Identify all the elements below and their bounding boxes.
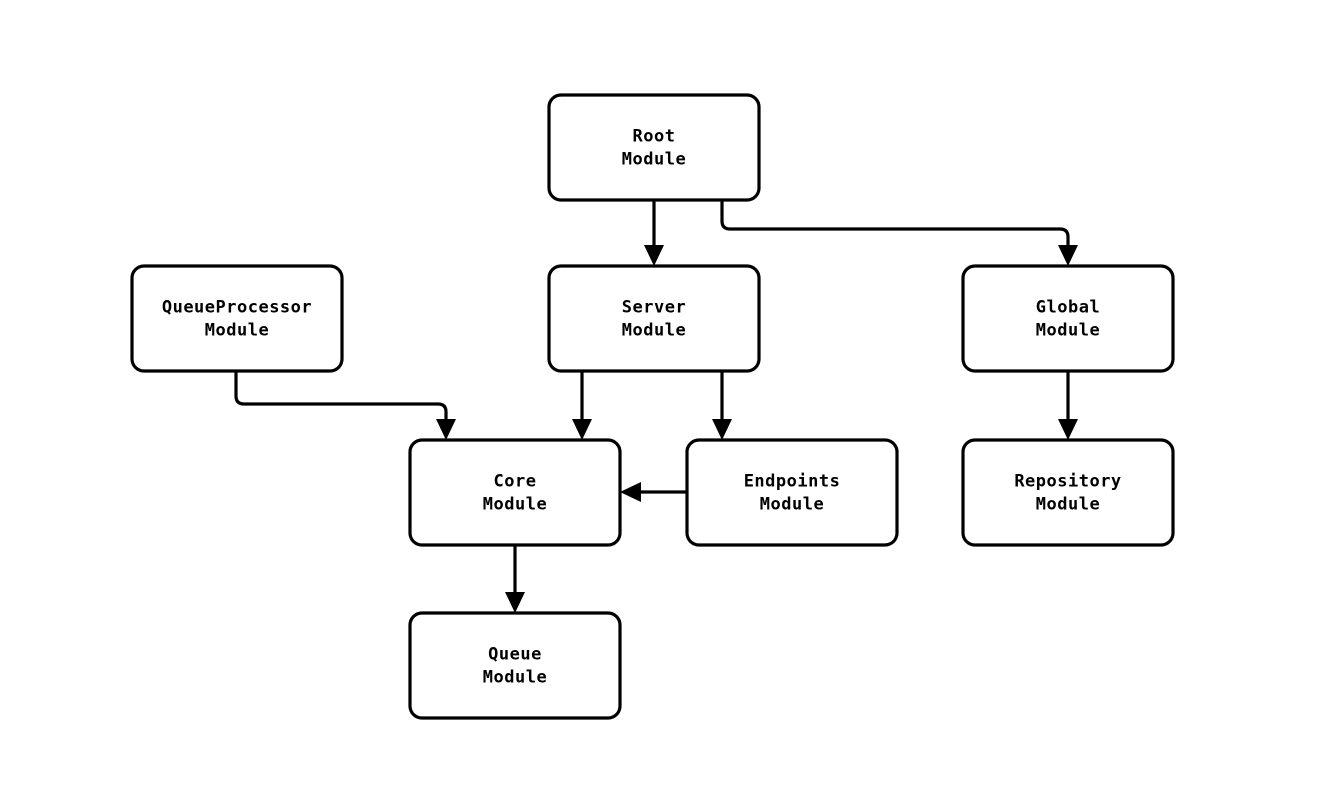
edge-server-to-core xyxy=(572,371,592,440)
edge-endpoints-to-core xyxy=(620,482,687,502)
global-module-node-label-line1: Global xyxy=(1036,298,1100,318)
global-module-node-label-line2: Module xyxy=(1036,321,1100,341)
edge-global-to-repository-arrowhead-icon xyxy=(1058,419,1078,440)
edge-core-to-queue-arrowhead-icon xyxy=(505,592,525,613)
edge-queueprocessor-to-core-arrowhead-icon xyxy=(436,419,456,440)
root-module-node-box[interactable] xyxy=(547,93,761,202)
queue-module-node-box[interactable] xyxy=(408,611,622,720)
edge-server-to-core-arrowhead-icon xyxy=(572,419,592,440)
queueprocessor-module-node-box[interactable] xyxy=(130,264,344,373)
edge-root-to-server xyxy=(644,200,664,266)
edge-queueprocessor-to-core-line xyxy=(234,371,448,426)
edge-layer xyxy=(234,200,1078,613)
edge-server-to-endpoints xyxy=(712,371,732,440)
queueprocessor-module-node-label-line2: Module xyxy=(205,321,269,341)
endpoints-module-node-box[interactable] xyxy=(685,438,899,547)
repository-module-node-label-line1: Repository xyxy=(1014,472,1121,492)
server-module-node-box[interactable] xyxy=(547,264,761,373)
root-module-node-label-line1: Root xyxy=(633,127,676,147)
repository-module-node-label-line2: Module xyxy=(1036,495,1100,515)
edge-queueprocessor-to-core xyxy=(234,371,456,440)
edge-root-to-server-arrowhead-icon xyxy=(644,245,664,266)
queue-module-node-label-line1: Queue xyxy=(488,645,542,665)
endpoints-module-node-label-line2: Module xyxy=(760,495,824,515)
root-module-node-label-line2: Module xyxy=(622,150,686,170)
edge-root-to-global-line xyxy=(720,200,1070,252)
core-module-node-box[interactable] xyxy=(408,438,622,547)
edge-root-to-global xyxy=(720,200,1078,266)
core-module-node-label-line2: Module xyxy=(483,495,547,515)
server-module-node-label-line1: Server xyxy=(622,298,686,318)
node-layer: RootModuleQueueProcessorModuleServerModu… xyxy=(130,93,1175,720)
queueprocessor-module-node-label-line1: QueueProcessor xyxy=(162,298,312,318)
edge-server-to-endpoints-arrowhead-icon xyxy=(712,419,732,440)
edge-endpoints-to-core-arrowhead-icon xyxy=(620,482,641,502)
global-module-node-box[interactable] xyxy=(961,264,1175,373)
endpoints-module-node-label-line1: Endpoints xyxy=(744,472,841,492)
edge-core-to-queue xyxy=(505,545,525,613)
edge-root-to-global-arrowhead-icon xyxy=(1058,245,1078,266)
repository-module-node-box[interactable] xyxy=(961,438,1175,547)
server-module-node-label-line2: Module xyxy=(622,321,686,341)
edge-global-to-repository xyxy=(1058,371,1078,440)
core-module-node-label-line1: Core xyxy=(494,472,537,492)
queue-module-node-label-line2: Module xyxy=(483,668,547,688)
